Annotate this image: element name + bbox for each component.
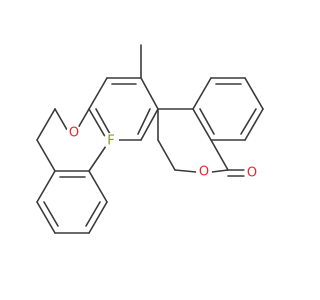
carbonyl-oxygen-label: O	[247, 166, 257, 181]
bond	[192, 108, 212, 141]
bond	[43, 201, 59, 227]
bond	[36, 108, 56, 141]
atom-label-layer: O O O F	[66, 125, 260, 181]
ring-oxygen-label: O	[199, 165, 209, 180]
bond	[88, 108, 108, 141]
bond	[240, 108, 257, 135]
bond	[192, 77, 212, 110]
molecule-structure-drawing: O O O F	[36, 44, 264, 234]
bond	[140, 77, 159, 110]
bond	[36, 170, 56, 203]
bond	[137, 108, 151, 135]
fluorine-label: F	[107, 134, 114, 149]
bond	[95, 108, 111, 135]
bond	[36, 201, 56, 234]
bond	[77, 108, 90, 129]
ether-oxygen-label: O	[69, 126, 79, 141]
bond	[157, 139, 176, 171]
bond-layer	[36, 44, 264, 234]
bond	[244, 77, 264, 110]
bond	[210, 139, 229, 171]
bond	[88, 201, 108, 234]
bond	[174, 169, 197, 173]
bond	[199, 108, 215, 135]
bond	[211, 169, 229, 173]
bond	[85, 201, 101, 227]
bond	[88, 77, 108, 110]
bond	[244, 108, 264, 141]
bond	[36, 139, 56, 172]
bond	[88, 145, 107, 172]
bond	[140, 108, 159, 141]
bond	[88, 170, 108, 203]
